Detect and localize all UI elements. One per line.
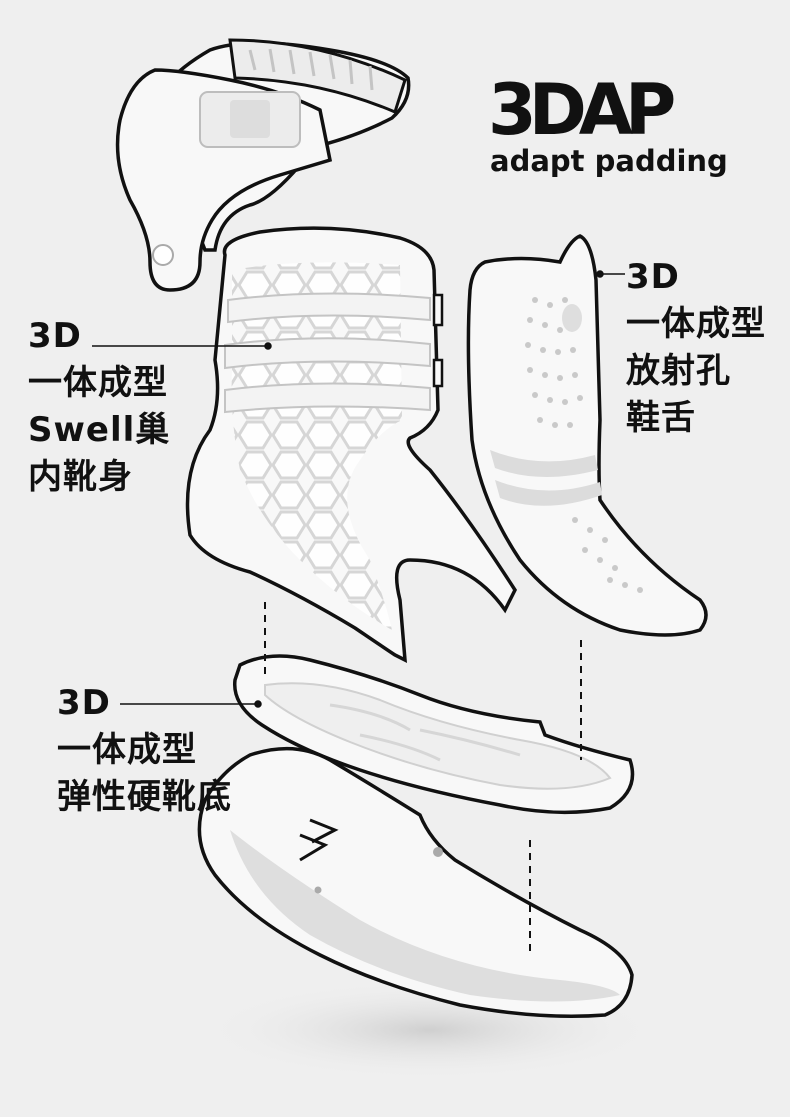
callout-tongue: 3D 一体成型 放射孔 鞋舌: [626, 254, 766, 442]
brand-logo-text: 3DAP: [488, 74, 674, 140]
callout-line: 一体成型: [28, 363, 168, 403]
callout-line: 一体成型: [57, 730, 197, 770]
brand-logo: 3DAP adapt padding: [488, 69, 728, 178]
ankle-cuff-part: [115, 38, 411, 292]
callout-line: Swell巢: [28, 410, 171, 450]
alignment-dashed-lines: [264, 602, 582, 955]
brand-tagline: adapt padding: [490, 144, 728, 178]
inner-boot-body-part: [185, 226, 518, 663]
callout-line: 放射孔: [626, 351, 731, 391]
callout-line: 鞋舌: [626, 398, 696, 438]
callout-line: 3D: [626, 257, 680, 297]
callout-line: 3D: [28, 316, 82, 356]
callout-leader-lines: [92, 270, 625, 708]
tongue-part: [466, 234, 708, 637]
outsole-part: [197, 746, 634, 1018]
callout-inner-boot: 3D 一体成型 Swell巢 内靴身: [28, 313, 170, 501]
callout-line: 一体成型: [626, 304, 766, 344]
callout-line: 3D: [57, 683, 111, 723]
brand-logo-mark: 3DAP: [488, 69, 682, 151]
callout-sole: 3D 一体成型 弹性硬靴底: [57, 680, 232, 821]
callout-line: 弹性硬靴底: [57, 777, 232, 817]
callout-line: 内靴身: [28, 457, 133, 497]
